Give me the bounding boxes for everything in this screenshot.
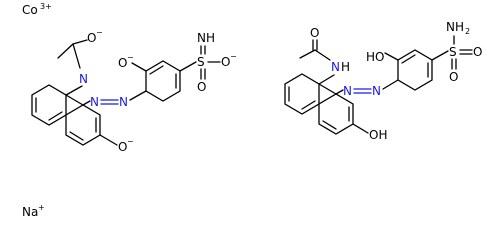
right-amide-h: H [341, 60, 350, 74]
sodium-symbol: Na [22, 205, 38, 219]
left-phenol-o-charge: − [127, 53, 134, 62]
right-ring-b-double-1 [322, 120, 337, 130]
left-sulfonyl-o-bottom: O [197, 80, 206, 94]
right-sulfonamide-sub: 2 [465, 27, 470, 36]
left-phenol-ring [145, 60, 181, 102]
right-sulfur: S [449, 45, 457, 59]
left-naphthol-o: O [118, 140, 127, 154]
cobalt-charge: 3+ [40, 2, 52, 11]
right-sulfonamide-nh: NH [446, 20, 464, 34]
left-molecule: O − N O − N N O − S NH [31, 28, 237, 154]
right-n-ring-bond [318, 74, 335, 85]
right-phenol-double-1 [401, 54, 416, 64]
left-phenol-o: O [118, 56, 127, 70]
sodium-ion: Na + [22, 203, 45, 219]
cobalt-symbol: Co [22, 3, 38, 17]
right-azo-n2: N [372, 84, 381, 98]
left-phenol-double-1 [149, 65, 164, 75]
right-molecule: O N H OH N N HO S NH 2 [284, 20, 482, 142]
left-azo-link-1 [82, 100, 91, 106]
right-amide-n: N [331, 60, 340, 74]
left-naphthalene-ring-b [65, 104, 101, 146]
right-naphthalene-ring-a [284, 73, 320, 115]
right-sulfonyl-o-bottom: O [449, 70, 458, 84]
left-ring-a-double-2 [48, 111, 63, 121]
left-acetyl-methyl-bond [57, 43, 74, 59]
right-naphthol-oh: OH [369, 128, 387, 142]
right-ring-a-double-2 [301, 100, 316, 110]
left-sulfonyl-nh: NH [197, 31, 215, 45]
left-ring-junction [65, 94, 84, 106]
right-ring-s-bond [431, 50, 449, 61]
right-azo-n1: N [343, 84, 352, 98]
left-azo-n1: N [90, 95, 99, 109]
left-sulfonyl-o-right: O [221, 55, 230, 69]
left-naphthalene-ring-a [31, 84, 67, 126]
right-acetyl-n-bond [314, 49, 331, 61]
right-naphthol-oh-bond [352, 123, 369, 134]
left-acetyl-o: O [87, 31, 96, 45]
right-acetyl-methyl-bond [299, 49, 316, 59]
left-sulfur: S [197, 55, 205, 69]
left-naphthol-o-charge: − [127, 137, 134, 146]
left-sulfonyl-o-charge: − [230, 52, 237, 61]
right-azo-link-2 [382, 79, 399, 90]
left-amide-n: N [79, 72, 88, 86]
right-acetyl-o: O [310, 26, 319, 40]
left-acetyl-n-bond [72, 43, 81, 69]
right-naphthalene-ring-b [318, 93, 354, 135]
right-phenol-oh-bond [384, 52, 399, 61]
left-azo-link-2 [129, 90, 147, 101]
left-ring-s-bond [179, 61, 197, 72]
left-ring-b-double-1 [69, 131, 84, 141]
right-azo-link-1 [335, 89, 344, 95]
left-n-ring-bond [65, 85, 83, 96]
right-phenol-ring [397, 49, 433, 91]
right-phenol-oh: HO [366, 50, 384, 64]
chemical-structure-diagram: Co 3+ Na + O − N O − N N [22, 2, 482, 219]
left-phenol-o-bond [131, 62, 147, 72]
left-naphthol-o-bond [99, 134, 118, 146]
cobalt-ion: Co 3+ [22, 2, 52, 17]
left-acetyl-o-charge: − [96, 28, 103, 37]
sodium-charge: + [38, 203, 45, 212]
left-azo-n2: N [119, 95, 128, 109]
right-sulfonyl-o-right: O [473, 45, 482, 59]
right-ring-junction [318, 83, 337, 95]
left-acetyl-carbonyl-bond [72, 39, 88, 45]
